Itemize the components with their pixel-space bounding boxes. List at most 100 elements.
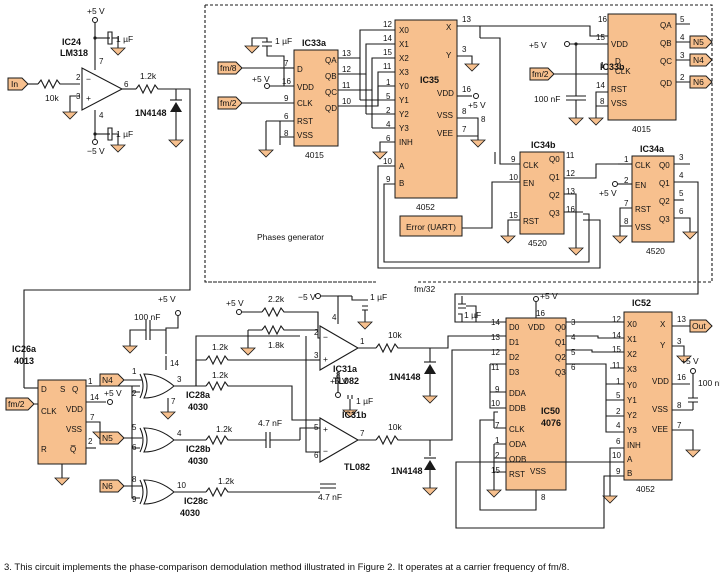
svg-text:11: 11 [342,81,351,90]
svg-text:CLK: CLK [297,99,313,108]
svg-text:VDD: VDD [297,83,314,92]
svg-text:VSS: VSS [652,405,668,414]
svg-text:2: 2 [616,407,621,416]
svg-text:3: 3 [680,51,685,60]
ic52-chip [623,311,673,481]
ic28c-xor [143,479,175,505]
ic34a-chip [631,155,675,243]
svg-text:Q1: Q1 [549,173,560,182]
svg-text:13: 13 [677,315,686,324]
ic28a-xor [143,373,175,399]
ic31b-label: IC31b [342,410,367,420]
svg-text:8: 8 [677,401,682,410]
svg-text:Y0: Y0 [399,82,409,91]
svg-text:6: 6 [124,80,129,89]
svg-text:16: 16 [677,373,686,382]
svg-text:ODB: ODB [509,455,526,464]
svg-text:VSS: VSS [297,131,313,140]
svg-text:VEE: VEE [652,425,668,434]
svg-text:1: 1 [495,436,500,445]
ic34a-p5v: +5 V [599,188,617,198]
ic50-chip [505,317,567,491]
svg-text:4: 4 [177,429,182,438]
ic28-p5v: +5 V [158,294,176,304]
svg-text:CLK: CLK [41,407,57,416]
svg-text:N6: N6 [102,481,113,491]
svg-text:Y3: Y3 [627,426,637,435]
svg-text:D1: D1 [509,338,520,347]
svg-text:16: 16 [536,309,545,318]
ic24-opamp [81,67,124,111]
ic34a-label: IC34a [640,144,665,154]
svg-text:3: 3 [679,153,684,162]
svg-text:DDB: DDB [509,404,526,413]
ic33b-p5v: +5 V [529,40,547,50]
svg-text:1: 1 [624,155,629,164]
svg-text:7: 7 [624,199,629,208]
svg-text:12: 12 [612,315,621,324]
ic31b-opamp [319,417,360,463]
svg-text:16: 16 [566,205,575,214]
svg-text:15: 15 [491,466,500,475]
n6-input-port [99,479,125,493]
fm8-label: fm/8 [220,63,237,73]
svg-text:13: 13 [566,187,575,196]
svg-text:6: 6 [386,134,391,143]
svg-text:X0: X0 [627,320,637,329]
svg-text:RST: RST [611,85,627,94]
r22k-p5v: +5 V [226,298,244,308]
svg-text:3: 3 [314,351,319,360]
svg-text:RST: RST [297,117,313,126]
svg-text:3: 3 [462,45,467,54]
svg-text:2: 2 [495,451,500,460]
svg-text:9: 9 [511,155,516,164]
svg-text:2: 2 [680,73,685,82]
svg-text:Y3: Y3 [399,124,409,133]
svg-text:1: 1 [88,377,93,386]
ic33a-label: IC33a [302,38,327,48]
svg-text:D0: D0 [509,323,520,332]
ic34b-chip [519,151,565,235]
ic28b-xor [143,427,175,453]
svg-text:4: 4 [679,171,684,180]
figure-caption: 3. This circuit implements the phase-com… [4,562,569,573]
c100n-ic52-label: 100 nF [698,378,720,388]
svg-text:6: 6 [571,363,576,372]
svg-text:QC: QC [660,57,672,66]
svg-text:B: B [627,469,632,478]
plus-sign: + [86,93,91,103]
svg-text:X1: X1 [627,335,637,344]
svg-text:10: 10 [383,157,392,166]
svg-text:VSS: VSS [437,111,453,120]
svg-text:VDD: VDD [611,40,628,49]
ic28a-label: IC28a [186,390,211,400]
svg-text:X: X [660,320,666,329]
error-uart-box [399,215,463,237]
svg-text:N5: N5 [693,37,704,47]
ic28b-part: 4030 [188,456,208,466]
svg-text:1: 1 [600,61,605,70]
ic33b-part: 4015 [632,124,651,134]
svg-text:16: 16 [598,15,607,24]
svg-text:3: 3 [677,337,682,346]
svg-text:1: 1 [616,377,621,386]
ic28b-label: IC28b [186,444,211,454]
error-uart-label: Error (UART) [406,222,456,232]
ic52-label: IC52 [632,298,651,308]
svg-text:Q3: Q3 [549,209,560,218]
svg-text:Q2: Q2 [555,353,566,362]
svg-text:8: 8 [132,475,137,484]
svg-text:8: 8 [462,107,467,116]
c47nf-c-label: 4.7 nF [318,492,342,502]
svg-text:VSS: VSS [611,99,627,108]
ic34b-part: 4520 [528,238,547,248]
svg-text:7: 7 [677,421,682,430]
svg-text:Y0: Y0 [627,381,637,390]
svg-text:Q1: Q1 [659,179,670,188]
svg-text:QB: QB [660,39,672,48]
ic33a-p5v: +5 V [252,74,270,84]
svg-text:ODA: ODA [509,440,527,449]
svg-text:VSS: VSS [66,425,82,434]
svg-text:1: 1 [360,337,365,346]
svg-text:EN: EN [635,181,646,190]
